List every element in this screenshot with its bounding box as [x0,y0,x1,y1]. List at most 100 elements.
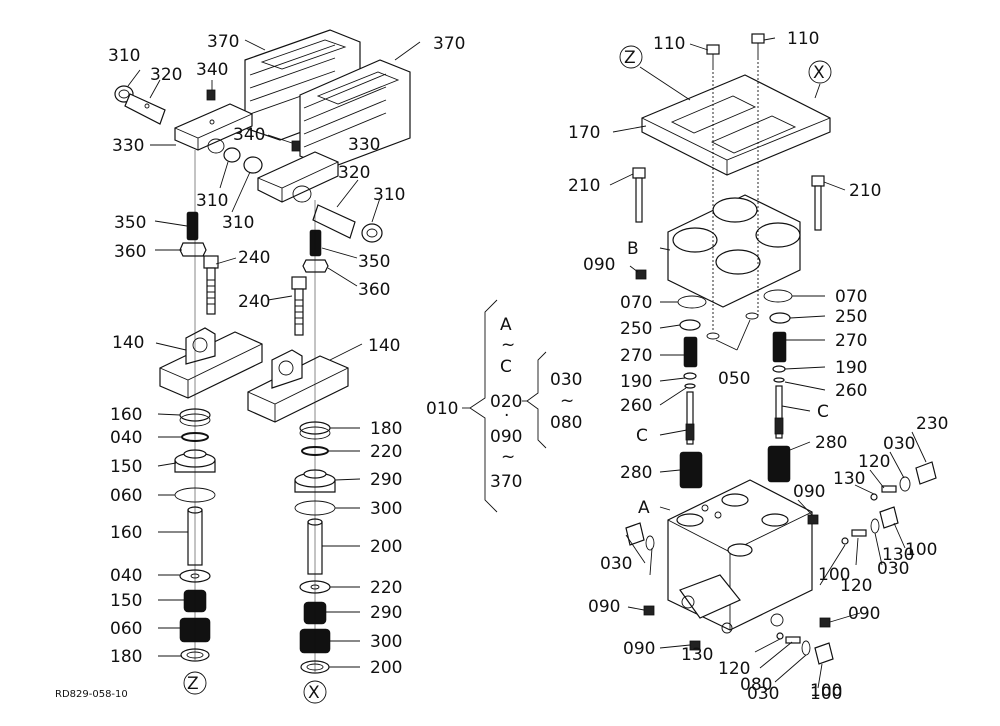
callout-left-34: 220 [370,578,402,598]
callout-right-24: 120 [858,452,890,472]
plug-090-r2 [819,617,831,628]
screw-110-b [751,33,765,58]
ref-z-label-top: Z [624,48,636,68]
callout-right-28: 100 [905,540,937,560]
yoke-330-a [174,103,253,154]
callout-right-33: 130 [681,645,713,665]
callout-left-16: 360 [358,280,390,300]
bolt-240-a [203,255,219,315]
callout-right-3: 210 [568,176,600,196]
washer-250-b [769,312,791,324]
callout-left-21: 040 [110,428,142,448]
callout-left-15: 350 [358,252,390,272]
spring-120-r1 [881,485,897,493]
callout-right-37: 030 [600,554,632,574]
callout-left-7: 330 [348,135,380,155]
callout-right-6: 090 [583,255,615,275]
callout-right-36: 100 [810,681,842,701]
callout-left-1: 370 [433,34,465,54]
callout-right-5: B [627,239,639,259]
callout-left-33: 200 [370,537,402,557]
plug-090-l2 [689,640,701,651]
callout-left-23: 060 [110,486,142,506]
callout-left-13: 360 [114,242,146,262]
callout-left-4: 340 [196,60,228,80]
spool-C-a [685,391,695,445]
oring-030-left [645,535,655,551]
callout-left-9: 310 [222,213,254,233]
spring-120-r2 [851,529,867,537]
callout-left-36: 300 [370,632,402,652]
callout-right-25: 130 [833,469,865,489]
ref-x-label-top: X [813,63,825,83]
plug-230 [915,461,937,485]
plug-090-l1 [643,605,655,616]
callout-left-11: 310 [373,185,405,205]
upper-body-B [667,58,801,330]
bracket-090: 090 [490,427,522,447]
callout-right-23: 030 [883,434,915,454]
leader-lines [127,37,927,689]
callout-left-30: 220 [370,442,402,462]
callout-right-19: C [817,402,829,422]
callout-right-14: 190 [620,372,652,392]
callout-right-31: 090 [623,639,655,659]
callout-right-7: 070 [620,293,652,313]
spool-C-b [774,385,784,439]
ref-z-top [619,45,643,69]
callout-left-27: 060 [110,619,142,639]
bracket-030: 030 [550,370,582,390]
callout-right-16: 260 [620,396,652,416]
pin-320-b [312,204,356,239]
callout-left-2: 310 [108,46,140,66]
valve-body-A [667,479,813,634]
plug-100-right [879,506,899,529]
callout-right-18: C [636,426,648,446]
drawing-code: RD829-058-10 [55,689,128,700]
callout-left-6: 340 [233,125,265,145]
bolt-210-b [811,175,825,231]
oring-070-b [763,289,793,303]
bracket-tilde-3: ~ [560,391,574,411]
callout-left-29: 180 [370,419,402,439]
shim-260-a [684,383,696,389]
callout-right-39: 130 [882,545,914,565]
callout-left-24: 160 [110,523,142,543]
bracket-main-010: 010 [426,399,458,419]
callout-right-35: 080 [740,675,772,695]
spring-270-b [772,331,787,363]
oring-080 [870,518,880,534]
callout-left-28: 180 [110,647,142,667]
ref-x-label-bottom: X [308,683,320,703]
spring-120-bottom [785,636,801,644]
ref-z-label-bottom: Z [187,674,199,694]
callout-right-21: 280 [815,433,847,453]
callout-right-26: A [638,498,650,518]
assembly-bracket [462,299,547,513]
callout-left-8: 310 [196,191,228,211]
plug-090-right [807,514,819,525]
bolt-240-b [291,276,307,336]
bushing-310-d [361,223,383,243]
callout-right-10: 250 [835,307,867,327]
spring-350-a [186,211,199,241]
callout-right-17: 260 [835,381,867,401]
callout-right-34: 120 [718,659,750,679]
callout-left-0: 370 [207,32,239,52]
bolt-340-b [291,140,301,152]
callout-left-35: 290 [370,603,402,623]
callout-left-20: 160 [110,405,142,425]
ball-130-bottom [776,632,784,640]
ball-130-r2 [841,537,849,545]
callout-right-20: 280 [620,463,652,483]
callout-right-4: 210 [849,181,881,201]
boot-370-right [299,59,411,169]
pin-320-a [124,93,166,125]
callout-left-31: 290 [370,470,402,490]
spring-270-a [683,336,698,368]
plug-100-left [625,522,645,546]
callout-right-32: 090 [848,604,880,624]
bracket-dot: · [504,406,509,426]
